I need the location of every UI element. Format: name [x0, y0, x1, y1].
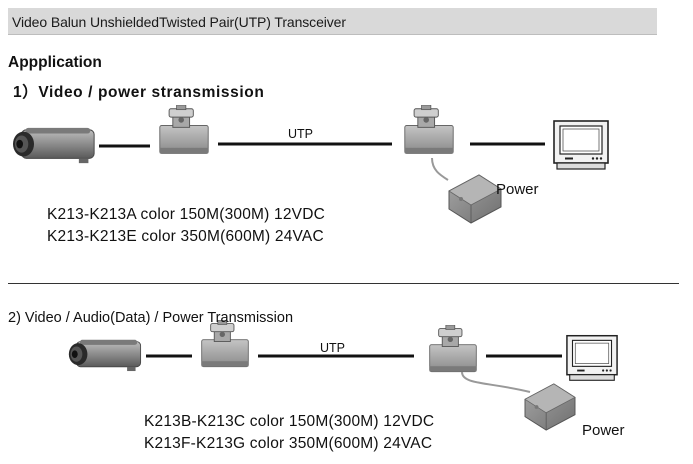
spec-line-1a: K213-K213A color 150M(300M) 12VDC — [47, 206, 325, 223]
section-1-title: 1）Video / power stransmission — [13, 84, 265, 101]
video-balun-icon — [429, 325, 477, 373]
power-cord — [431, 157, 449, 181]
section-divider — [8, 283, 679, 284]
power-cord — [461, 371, 531, 393]
page-title: Video Balun UnshieldedTwisted Pair(UTP) … — [12, 14, 346, 30]
utp-label-2: UTP — [320, 341, 345, 355]
section-1-diagram — [12, 105, 609, 224]
spec-line-1b: K213-K213E color 350M(600M) 24VAC — [47, 228, 324, 245]
power-adapter-icon — [524, 383, 576, 431]
power-adapter-icon — [448, 174, 502, 224]
crt-monitor-icon — [566, 334, 618, 382]
section-2-title: 2) Video / Audio(Data) / Power Transmiss… — [8, 310, 294, 326]
application-heading: Appplication — [8, 54, 102, 71]
utp-label-1: UTP — [288, 127, 313, 141]
spec-line-2b: K213F-K213G color 350M(600M) 24VAC — [144, 435, 433, 452]
video-balun-icon — [159, 105, 209, 154]
spec-line-2a: K213B-K213C color 150M(300M) 12VDC — [144, 413, 435, 430]
video-balun-icon — [404, 105, 454, 154]
cctv-camera-icon — [68, 339, 142, 372]
crt-monitor-icon — [553, 120, 609, 170]
power-label-1: Power — [496, 181, 539, 198]
video-balun-icon — [201, 320, 249, 368]
power-label-2: Power — [582, 422, 625, 439]
title-bar: Video Balun UnshieldedTwisted Pair(UTP) … — [8, 8, 657, 35]
section-2-diagram — [68, 320, 618, 431]
cctv-camera-icon — [12, 127, 95, 164]
